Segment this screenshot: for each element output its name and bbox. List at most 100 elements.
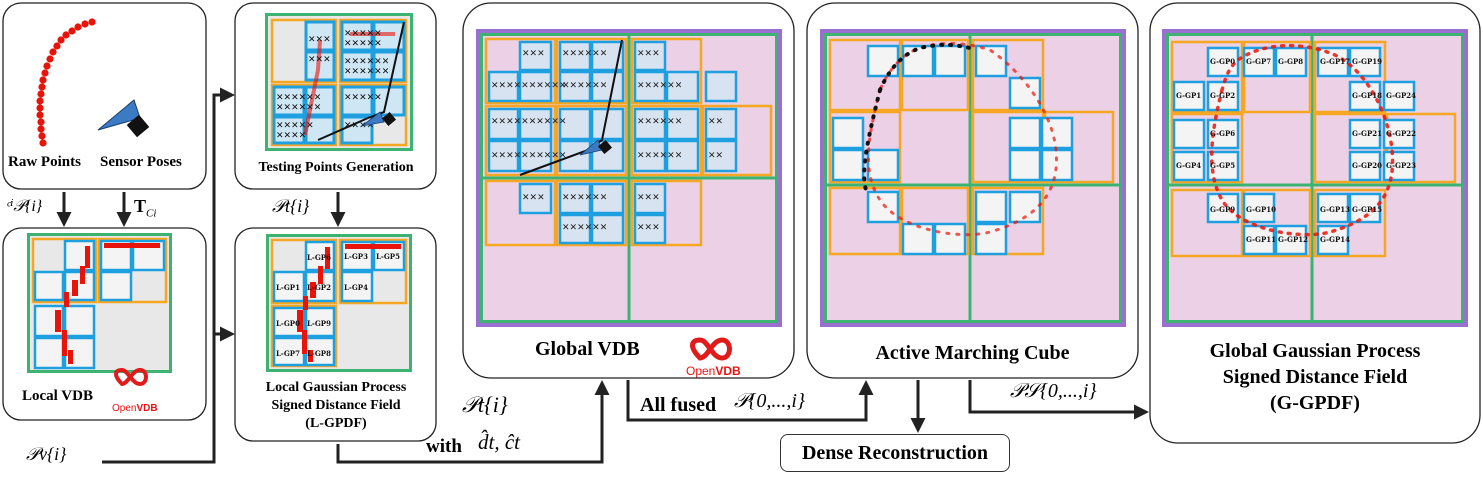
t-ci-main: T [134, 196, 147, 216]
raw-points-label: Raw Points [8, 154, 81, 170]
lgpdf-title-line1: Local Gaussian Process [265, 380, 407, 395]
connectors [56, 87, 1149, 464]
testing-points-map: ✕✕✕✕✕✕✕✕✕✕✕✕✕ ✕✕✕✕✕✕✕✕✕✕✕✕✕✕✕ ✕✕✕✕✕✕✕✕✕✕… [265, 13, 413, 151]
ggp-region-label: G-GP7 [1246, 57, 1271, 66]
local-vdb-label: Local VDB [22, 388, 93, 404]
ggp-region-label: G-GP23 [1386, 161, 1416, 170]
lgp-region-label: L-GP2 [307, 283, 331, 292]
lgp-region-label: L-GP4 [344, 283, 368, 292]
lgp-region-label: L-GP6 [307, 253, 331, 262]
svg-text:✕✕✕✕✕: ✕✕✕✕✕ [344, 39, 382, 49]
svg-text:✕✕✕: ✕✕✕ [308, 35, 331, 45]
lgp-region-label: L-GP8 [307, 349, 331, 358]
ggp-region-label: G-GP5 [1210, 161, 1235, 170]
lgpdf-title-line3: (L-GPDF) [305, 416, 367, 431]
svg-text:✕✕✕✕✕: ✕✕✕✕✕ [344, 29, 382, 39]
ggp-region-label: G-GP24 [1386, 91, 1416, 100]
openvdb-wordmark-global: OpenVDB [686, 362, 741, 380]
svg-text:✕✕: ✕✕ [708, 117, 723, 127]
openvdb-vdb-text: VDB [136, 403, 158, 414]
p-t-i-top-label: 𝒫t{i} [272, 196, 310, 216]
lgpdf-title-line2: Signed Distance Field [271, 398, 401, 413]
ggpdf-title-line3: (G-GPDF) [1270, 392, 1360, 414]
ggp-region-label: G-GP14 [1320, 235, 1350, 244]
svg-text:✕✕✕: ✕✕✕ [637, 49, 660, 59]
svg-text:✕✕✕✕✕: ✕✕✕✕✕ [276, 121, 314, 131]
dense-reconstruction-box: Dense Reconstruction [780, 434, 1010, 472]
global-vdb-map: ✕✕✕✕✕✕✕✕✕✕✕✕ ✕✕✕✕✕✕✕✕✕✕✕✕✕✕✕✕✕✕✕✕✕✕ ✕✕✕✕… [476, 29, 782, 327]
ggp-region-label: G-GP6 [1210, 129, 1235, 138]
svg-text:✕✕✕✕✕✕✕✕✕✕: ✕✕✕✕✕✕✕✕✕✕ [491, 117, 566, 127]
all-fused-label: All fused [640, 394, 717, 416]
dhat-chat-label: d̂t, ĉt [478, 430, 520, 454]
ggp-region-label: G-GP17 [1320, 57, 1350, 66]
lgp-region-label: L-GP7 [276, 349, 300, 358]
ggp-region-label: G-GP10 [1246, 205, 1276, 214]
svg-text:✕✕✕✕✕✕: ✕✕✕✕✕✕ [562, 49, 607, 59]
openvdb-vdb-text: VDB [715, 364, 741, 378]
lgp-region-label: L-GP3 [344, 252, 368, 261]
ggp-region-label: G-GP22 [1386, 129, 1416, 138]
svg-text:✕✕✕✕✕✕: ✕✕✕✕✕✕ [276, 93, 321, 103]
raw-points-curve [36, 18, 96, 147]
svg-text:✕✕✕✕: ✕✕✕✕ [276, 131, 306, 141]
lgp-region-label: L-GP5 [376, 252, 400, 261]
svg-text:✕✕✕✕✕: ✕✕✕✕✕ [344, 93, 382, 103]
openvdb-open-text: Open [686, 364, 716, 378]
svg-text:✕✕✕: ✕✕✕ [522, 49, 545, 59]
p-all-label: 𝒫{0,...,i} [734, 390, 805, 412]
ggp-region-label: G-GP11 [1246, 235, 1276, 244]
svg-text:✕✕✕✕✕✕: ✕✕✕✕✕✕ [344, 57, 389, 67]
p-t-i-mid-label: 𝒫t{i} [462, 392, 508, 417]
t-ci-label: TCi [134, 196, 156, 220]
svg-text:✕✕✕✕✕✕: ✕✕✕✕✕✕ [562, 223, 607, 233]
ggp-region-label: G-GP13 [1320, 205, 1350, 214]
svg-text:✕✕✕✕✕✕✕✕✕✕: ✕✕✕✕✕✕✕✕✕✕ [491, 151, 566, 161]
ggp-region-label: G-GP1 [1176, 91, 1201, 100]
ci-p-i-label: ᶜⁱ𝒫{i} [6, 198, 43, 215]
ggp-region-label: G-GP8 [1278, 57, 1303, 66]
local-vdb-map [27, 233, 172, 373]
svg-text:✕✕✕✕✕✕: ✕✕✕✕✕✕ [562, 193, 607, 203]
ggp-region-label: G-GP4 [1176, 161, 1201, 170]
ggp-region-label: G-GP12 [1278, 235, 1308, 244]
openvdb-logo-local [114, 367, 148, 387]
svg-text:✕✕✕✕✕✕: ✕✕✕✕✕✕ [562, 81, 607, 91]
svg-text:✕✕✕: ✕✕✕ [522, 193, 545, 203]
svg-text:✕✕✕✕✕✕✕✕✕✕: ✕✕✕✕✕✕✕✕✕✕ [491, 81, 566, 91]
p-v-i-label: 𝒫v{i} [26, 444, 67, 464]
svg-text:✕✕✕✕✕✕: ✕✕✕✕✕✕ [637, 81, 682, 91]
p-s-all-label: 𝒫𝒮{0,...,i} [1010, 380, 1097, 402]
svg-text:✕✕✕✕✕✕: ✕✕✕✕✕✕ [637, 151, 682, 161]
ggp-region-label: G-GP18 [1352, 91, 1382, 100]
svg-text:✕✕✕✕✕✕: ✕✕✕✕✕✕ [276, 103, 321, 113]
with-label: with [426, 436, 462, 457]
testing-points-label: Testing Points Generation [258, 160, 414, 175]
openvdb-wordmark-local: OpenVDB [112, 398, 158, 416]
svg-text:✕✕✕✕: ✕✕✕✕ [344, 121, 374, 131]
ggp-region-label: G-GP0 [1210, 57, 1235, 66]
ggpdf-title-line2: Signed Distance Field [1222, 366, 1408, 388]
svg-text:✕✕✕✕✕✕: ✕✕✕✕✕✕ [344, 67, 389, 77]
svg-text:✕✕✕: ✕✕✕ [308, 55, 331, 65]
lgp-region-label: L-GP9 [307, 319, 331, 328]
t-ci-sub: Ci [146, 207, 157, 220]
openvdb-open-text: Open [112, 403, 137, 414]
ggp-region-label: G-GP15 [1352, 205, 1382, 214]
ggp-region-label: G-GP2 [1210, 91, 1235, 100]
active-mc-map [820, 29, 1126, 327]
svg-text:✕✕✕: ✕✕✕ [637, 193, 660, 203]
ggp-region-label: G-GP21 [1352, 129, 1382, 138]
lgp-region-label: L-GP0 [276, 319, 300, 328]
svg-text:✕✕✕✕✕✕: ✕✕✕✕✕✕ [637, 117, 682, 127]
svg-text:✕✕✕: ✕✕✕ [637, 223, 660, 233]
global-vdb-label: Global VDB [535, 338, 640, 360]
sensor-poses-label: Sensor Poses [100, 154, 182, 170]
svg-text:✕✕: ✕✕ [708, 151, 723, 161]
ggp-region-label: G-GP19 [1352, 57, 1382, 66]
ggp-region-label: G-GP9 [1210, 205, 1235, 214]
openvdb-logo-global [690, 337, 732, 361]
